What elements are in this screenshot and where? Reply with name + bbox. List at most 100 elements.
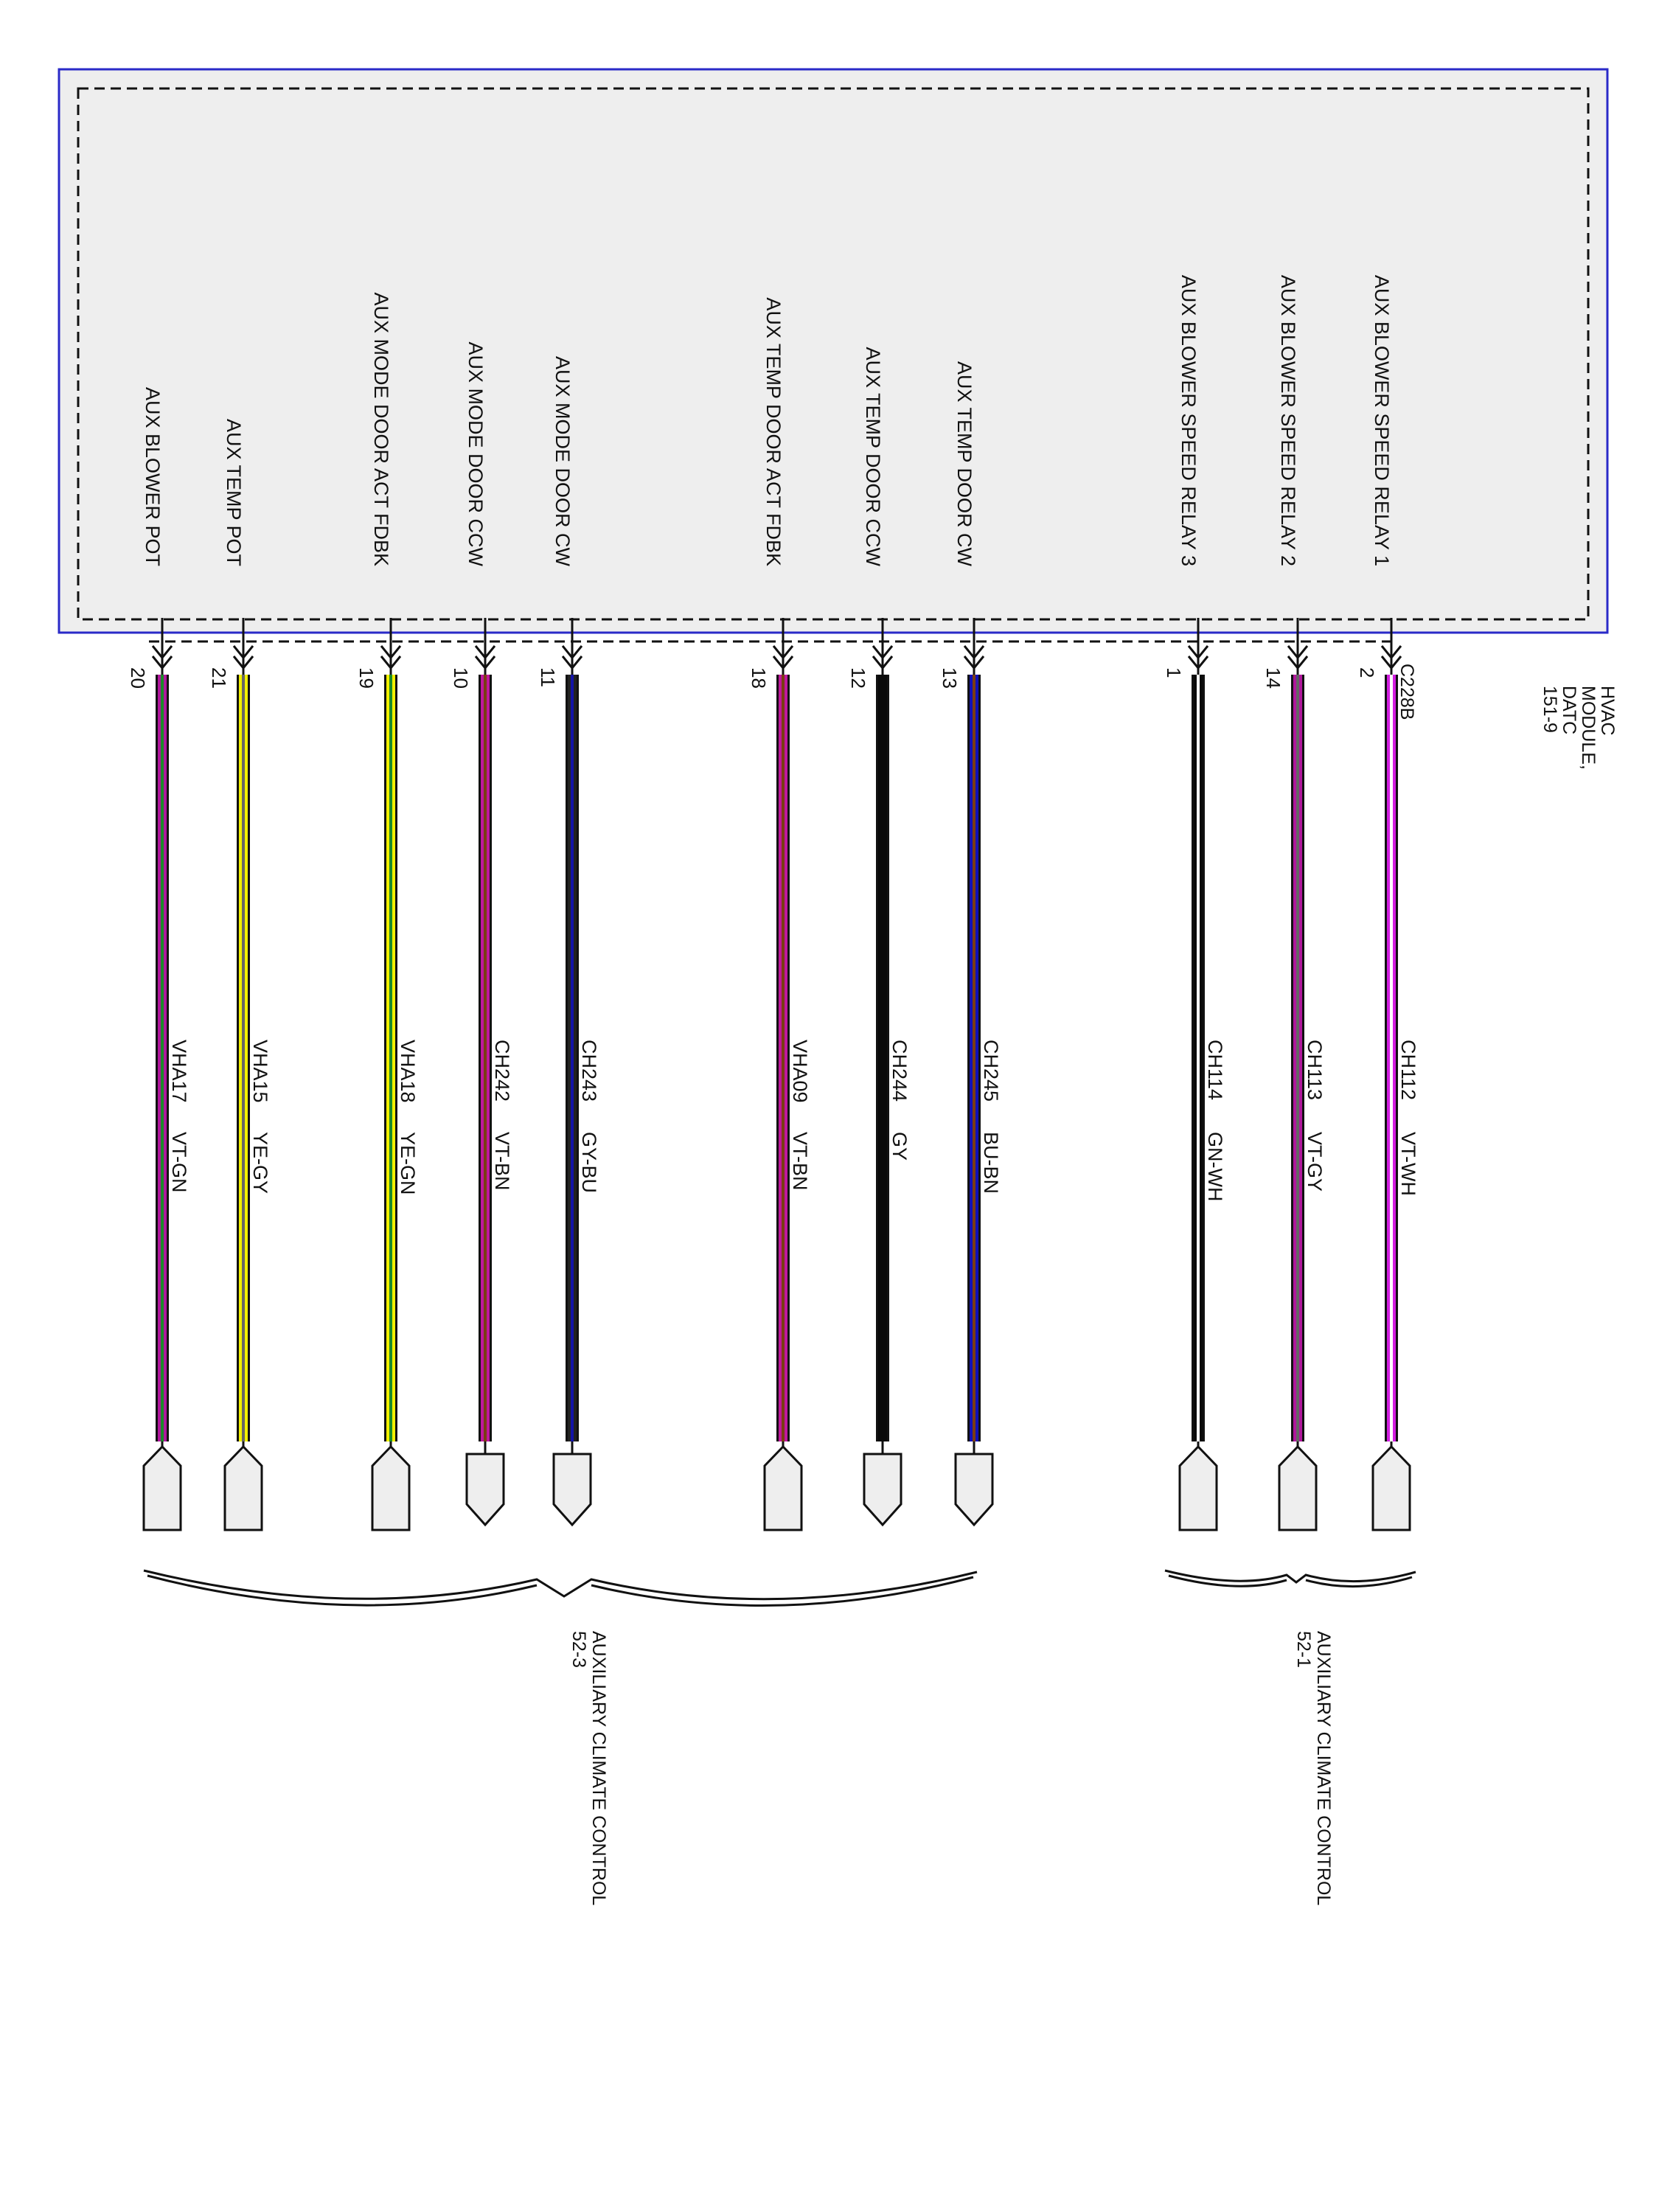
wire-stripe-color (484, 675, 487, 1441)
pin-number: 13 (939, 667, 961, 689)
pin-chevron (1380, 645, 1402, 670)
pin-chevron (1287, 645, 1309, 670)
pin-number: 20 (127, 667, 149, 689)
terminal-female-connector (1371, 1444, 1411, 1531)
pin-function-label: AUX TEMP DOOR CW (953, 361, 975, 567)
module-outline (58, 68, 1609, 634)
destination-brackets (143, 1569, 1416, 1607)
wire-color-code: GY (888, 1132, 911, 1161)
circuit-id-label: VHA17 (168, 1040, 190, 1103)
terminal-male-connector (465, 1453, 505, 1527)
wire-stripe-color (1390, 675, 1393, 1441)
pin-chevron (380, 645, 402, 670)
pin-chevron (151, 645, 173, 670)
destination-name: AUXILIARY CLIMATE CONTROL (1313, 1631, 1334, 1905)
pin-chevron (474, 645, 496, 670)
circuit-id-label: CH113 (1304, 1040, 1326, 1100)
bracket-52-1-inner (1168, 1574, 1413, 1588)
pin-number: 2 (1356, 667, 1378, 678)
bracket-52-3-inner (147, 1574, 974, 1607)
pin-number: 10 (450, 667, 472, 689)
circuit-id-label: VHA15 (249, 1040, 271, 1103)
wire-stripe-color (571, 675, 574, 1441)
pin-chevron (772, 645, 794, 670)
pin-number: 18 (748, 667, 770, 689)
wire-color-code: YE-GN (397, 1132, 419, 1195)
terminal-male-connector (863, 1453, 902, 1527)
destination-label-52-3: AUXILIARY CLIMATE CONTROL 52-3 (568, 1631, 609, 1905)
connector-id-label: C228B (1397, 664, 1417, 720)
circuit-id-label: VHA18 (397, 1040, 419, 1103)
terminal-male-connector (552, 1453, 592, 1527)
wire-color-code: BU-BN (980, 1132, 1002, 1194)
module-name-line: 151-9 (1540, 686, 1560, 733)
destination-label-52-1: AUXILIARY CLIMATE CONTROL 52-1 (1293, 1631, 1334, 1905)
circuit-id-label: CH243 (578, 1040, 600, 1102)
pin-chevron (872, 645, 894, 670)
terminal-female-connector (1178, 1444, 1218, 1531)
pin-number: 11 (537, 667, 559, 687)
pin-function-label: AUX TEMP DOOR ACT FDBK (762, 297, 785, 566)
wire-base-color (878, 675, 887, 1441)
hvac-module (58, 68, 1609, 643)
terminal-male-connector (954, 1453, 994, 1527)
destination-number: 52-3 (568, 1631, 589, 1668)
pin-function-label: AUX MODE DOOR CW (552, 356, 574, 567)
pin-number: 14 (1262, 667, 1284, 689)
wire-color-code: GN-WH (1204, 1132, 1226, 1201)
pin-function-label: AUX BLOWER POT (142, 387, 164, 566)
wire-stripe-color (1296, 675, 1299, 1441)
wire-stripe-color (782, 675, 785, 1441)
circuit-id-label: CH242 (491, 1040, 513, 1102)
pin-function-label: AUX MODE DOOR ACT FDBK (370, 292, 392, 566)
wire-color-code: VT-BN (789, 1132, 811, 1191)
pin-number: 1 (1163, 667, 1185, 678)
wire-color-code: VT-WH (1397, 1132, 1419, 1196)
wire-stripe-color (973, 675, 975, 1441)
pin-chevron (561, 645, 583, 670)
circuit-id-label: CH112 (1397, 1040, 1419, 1100)
wire-stripe-color (242, 675, 245, 1441)
terminal-female-connector (763, 1444, 803, 1531)
wire-color-code: VT-BN (491, 1132, 513, 1191)
pin-number: 21 (208, 667, 230, 689)
circuit-id-label: CH114 (1204, 1040, 1226, 1100)
bracket-52-1 (1164, 1569, 1416, 1584)
terminal-female-connector (1278, 1444, 1318, 1531)
terminal-female-connector (371, 1444, 411, 1531)
pin-function-label: AUX TEMP DOOR CCW (862, 347, 884, 566)
circuit-id-label: CH244 (888, 1040, 911, 1102)
bracket-52-3 (143, 1569, 978, 1601)
pin-number: 12 (847, 667, 869, 689)
wire-color-code: YE-GY (249, 1132, 271, 1194)
circuit-id-label: CH245 (980, 1040, 1002, 1102)
wire-stripe-color (161, 675, 164, 1441)
pin-function-label: AUX BLOWER SPEED RELAY 2 (1277, 275, 1299, 566)
pin-function-label: AUX BLOWER SPEED RELAY 3 (1178, 275, 1200, 566)
wire-stripe-color (1197, 675, 1200, 1441)
pin-number: 19 (355, 667, 378, 689)
module-name-line: DATC (1559, 686, 1579, 734)
wire-stripe-color (389, 675, 392, 1441)
terminal-female-connector (142, 1444, 182, 1531)
destination-name: AUXILIARY CLIMATE CONTROL (588, 1631, 609, 1905)
wire-color-code: VT-GY (1304, 1132, 1326, 1192)
destination-number: 52-1 (1293, 1631, 1314, 1668)
module-name-line: HVAC (1597, 686, 1618, 736)
pin-chevron (1187, 645, 1209, 670)
circuit-id-label: VHA09 (789, 1040, 811, 1103)
pin-function-label: AUX MODE DOOR CCW (465, 341, 487, 566)
wire-color-code: VT-GN (168, 1132, 190, 1193)
